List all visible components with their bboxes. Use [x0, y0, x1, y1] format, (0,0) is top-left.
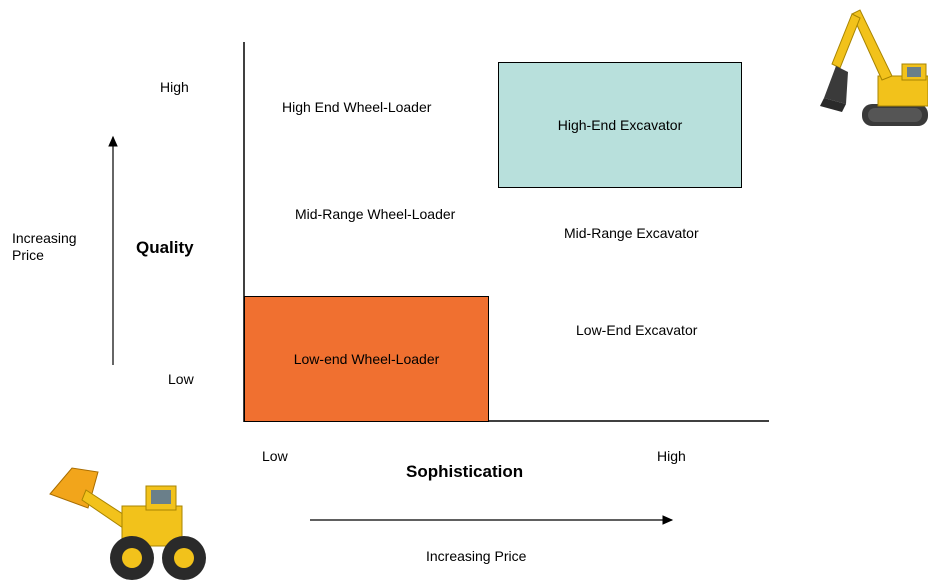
x-axis-low-label: Low [262, 448, 288, 464]
increasing-price-side-label: Increasing Price [12, 230, 77, 263]
mid-range-excavator-label: Mid-Range Excavator [564, 225, 699, 241]
excavator-icon [820, 9, 928, 126]
low-end-excavator-label: Low-End Excavator [576, 322, 698, 338]
increasing-price-bottom-label: Increasing Price [426, 548, 527, 564]
y-axis-low-label: Low [168, 371, 194, 387]
high-end-excavator-box: High-End Excavator [498, 62, 742, 188]
mid-range-wheel-loader-label: Mid-Range Wheel-Loader [295, 206, 456, 222]
y-axis-high-label: High [160, 79, 189, 95]
high-end-excavator-label: High-End Excavator [557, 117, 683, 133]
low-end-wheel-loader-box: Low-end Wheel-Loader [244, 296, 489, 422]
high-end-wheel-loader-label: High End Wheel-Loader [282, 99, 432, 115]
x-axis-high-label: High [657, 448, 686, 464]
low-end-wheel-loader-label: Low-end Wheel-Loader [293, 351, 440, 367]
wheel-loader-icon [49, 467, 206, 580]
y-axis-title: Quality [136, 238, 194, 257]
x-axis-title: Sophistication [406, 462, 524, 481]
